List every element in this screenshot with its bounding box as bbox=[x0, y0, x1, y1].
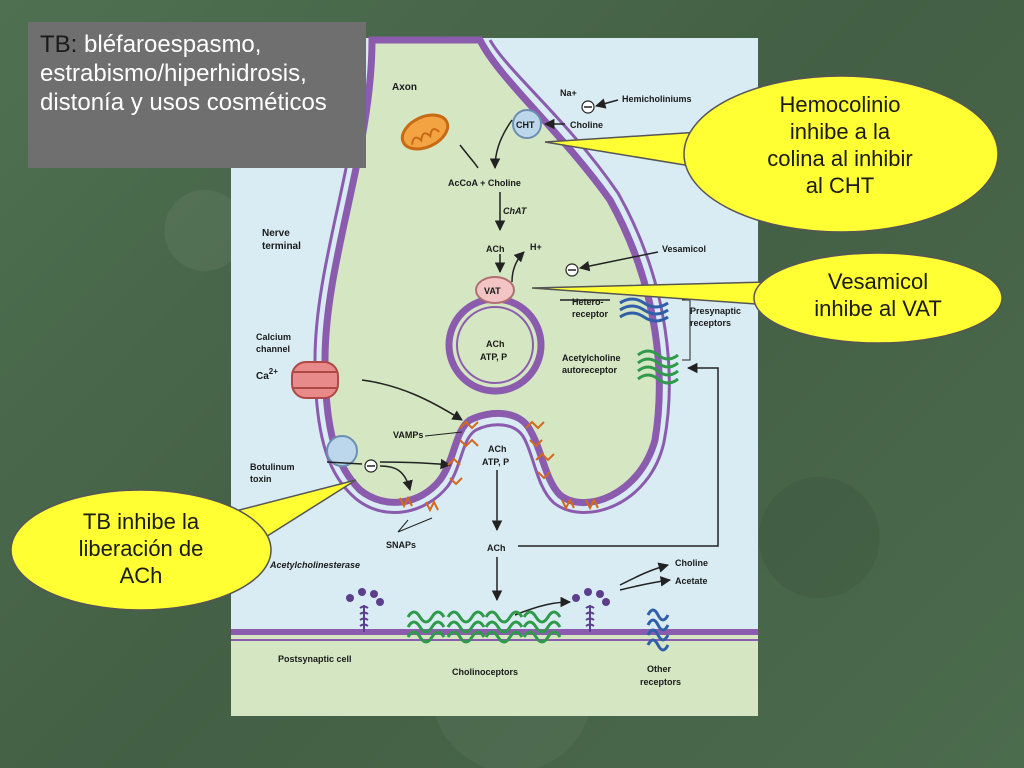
inhibition-marker-hemicholinium bbox=[581, 100, 595, 114]
indications-text: bléfaroespasmo, estrabismo/hiperhidrosis… bbox=[40, 31, 327, 116]
snap-bracket bbox=[397, 299, 691, 533]
h-plus-label: H+ bbox=[530, 242, 542, 252]
choline-out-label: Choline bbox=[675, 558, 708, 568]
pathway-arrows bbox=[326, 98, 719, 616]
vesamicol-label: Vesamicol bbox=[662, 244, 706, 254]
choline-in-label: Choline bbox=[570, 120, 603, 130]
callout-hemocolinio-text: Hemocolinio inhibe a la colina al inhibi… bbox=[767, 92, 913, 198]
inhibition-marker-vesamicol bbox=[565, 263, 579, 277]
callout-vesamicol-bubble bbox=[753, 252, 1003, 344]
vesicle-atp-label: ATP, P bbox=[480, 352, 507, 362]
presynaptic-receptors-label-2: receptors bbox=[690, 318, 731, 328]
vat-label: VAT bbox=[484, 286, 501, 296]
snaps-label: SNAPs bbox=[386, 540, 416, 550]
calcium-channel bbox=[291, 361, 339, 399]
vamps-label: VAMPs bbox=[393, 430, 423, 440]
callout-tb-bubble bbox=[10, 489, 272, 611]
other-receptors bbox=[646, 608, 670, 652]
callout-hemocolinio-bubble bbox=[683, 75, 999, 233]
vat-transporter bbox=[475, 276, 515, 304]
na-label: Na+ bbox=[560, 88, 577, 98]
fusion-ach-label: ACh bbox=[488, 444, 507, 454]
cht-label: CHT bbox=[516, 120, 535, 130]
inhibition-marker-botulinum bbox=[364, 459, 378, 473]
mitochondrion bbox=[400, 113, 450, 151]
postsynaptic-label: Postsynaptic cell bbox=[278, 654, 352, 664]
botulinum-toxin bbox=[326, 435, 358, 467]
vesicle-ach-label: ACh bbox=[486, 339, 505, 349]
calcium-channel-label-2: channel bbox=[256, 344, 290, 354]
callout-tb-text: TB inhibe la liberación de ACh bbox=[78, 509, 204, 588]
acetylcholine-autoreceptor bbox=[637, 349, 679, 385]
heteroreceptor-label-1: Hetero- bbox=[572, 297, 604, 307]
synaptic-vesicle-inner bbox=[456, 306, 534, 384]
ach-autoreceptor-label-1: Acetylcholine bbox=[562, 353, 621, 363]
postsynaptic-cell bbox=[231, 634, 758, 716]
hemicholiniums-label: Hemicholiniums bbox=[622, 94, 692, 104]
acetylcholinesterase-label: Acetylcholinesterase bbox=[269, 560, 360, 570]
snare-proteins bbox=[399, 420, 599, 513]
axon-label: Axon bbox=[392, 82, 417, 93]
other-receptors-label-2: receptors bbox=[640, 677, 681, 687]
botulinum-label-2: toxin bbox=[250, 474, 272, 484]
ach-autoreceptor-label-2: autoreceptor bbox=[562, 365, 618, 375]
nerve-terminal-label-2: terminal bbox=[262, 241, 301, 252]
ach-cleft-label: ACh bbox=[487, 543, 506, 553]
cholinoceptors-label: Cholinoceptors bbox=[452, 667, 518, 677]
fusion-atp-label: ATP, P bbox=[482, 457, 509, 467]
cht-transporter bbox=[512, 109, 542, 139]
nerve-terminal-body bbox=[321, 36, 663, 507]
heteroreceptor-label-2: receptor bbox=[572, 309, 609, 319]
calcium-channel-label-1: Calcium bbox=[256, 332, 291, 342]
callout-vesamicol-text: Vesamicol inhibe al VAT bbox=[814, 269, 942, 321]
other-receptors-label-1: Other bbox=[647, 664, 672, 674]
nerve-terminal-label-1: Nerve bbox=[262, 228, 290, 239]
chat-label: ChAT bbox=[503, 206, 528, 216]
acetate-label: Acetate bbox=[675, 576, 708, 586]
ca-label: Ca2+ bbox=[256, 367, 278, 382]
tb-prefix: TB: bbox=[40, 31, 78, 58]
heteroreceptor bbox=[619, 297, 669, 323]
botulinum-label-1: Botulinum bbox=[250, 462, 295, 472]
presynaptic-receptors-label-1: Presynaptic bbox=[690, 306, 741, 316]
acoa-choline-label: AcCoA + Choline bbox=[448, 178, 521, 188]
ach-top-label: ACh bbox=[486, 244, 505, 254]
acetylcholinesterase-enzymes bbox=[346, 588, 610, 632]
cholinoceptors bbox=[406, 610, 562, 644]
indications-box: TB: bléfaroespasmo, estrabismo/hiperhidr… bbox=[28, 22, 366, 168]
